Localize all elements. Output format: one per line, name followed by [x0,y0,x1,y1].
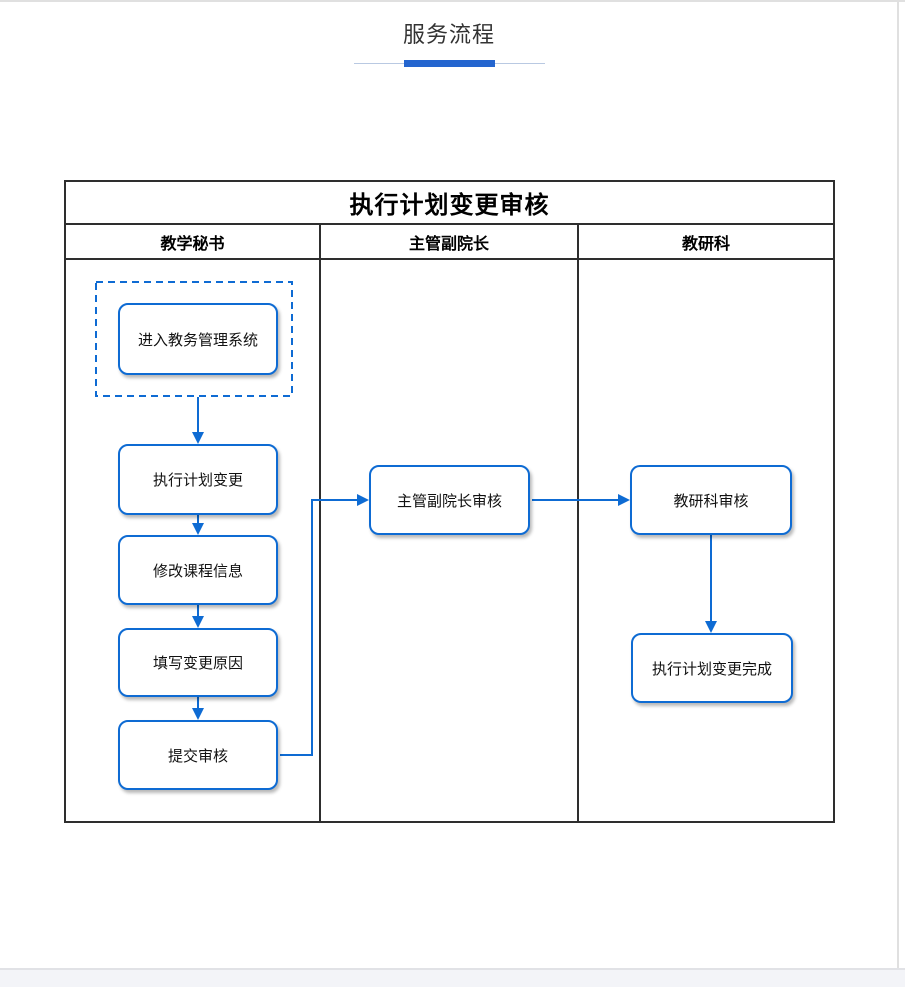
flow-connectors [95,281,717,756]
lane-header-research-section: 教研科 [681,235,730,253]
node-plan-change: 执行计划变更 [118,444,278,515]
lane-header-vice-dean: 主管副院长 [321,225,579,258]
page-top-border [0,0,905,2]
page-title: 服务流程 [402,22,495,47]
title-underline-accent [403,60,495,67]
node-research-review: 教研科审核 [630,465,792,535]
flowchart-table: 执行计划变更审核 教学秘书 主管副院长 教研科 [64,180,835,823]
flowchart-title: 执行计划变更审核 [66,182,833,225]
arrowhead-down-1 [192,432,204,444]
node-fill-reason: 填写变更原因 [118,628,278,697]
page-footer [0,968,905,987]
start-group-dashed-frame [95,281,293,397]
node-enter-system: 进入教务管理系统 [118,303,278,375]
section-header: 服务流程 [0,0,898,67]
lane-header-row: 教学秘书 主管副院长 教研科 [66,225,833,260]
title-underline [353,60,545,67]
node-vice-dean-review: 主管副院长审核 [369,465,530,535]
arrowhead-down-3 [192,616,204,628]
arrowhead-down-4 [192,708,204,720]
arrowhead-right-1 [357,494,369,506]
lane-divider-2 [577,260,579,821]
node-modify-course: 修改课程信息 [118,535,278,605]
lane-header-teaching-secretary: 教学秘书 [66,225,321,258]
arrowhead-right-2 [618,494,630,506]
arrowhead-down-2 [192,523,204,535]
arrowhead-down-5 [705,621,717,633]
connector-submit-to-vice-dean [280,499,357,756]
node-submit-review: 提交审核 [118,720,278,790]
lane-divider-1 [319,260,321,821]
flowchart-body: 进入教务管理系统 执行计划变更 修改课程信息 填写变更原因 提交审核 主管副院长… [66,260,833,821]
node-change-complete: 执行计划变更完成 [631,633,793,703]
page-right-border [897,2,899,968]
